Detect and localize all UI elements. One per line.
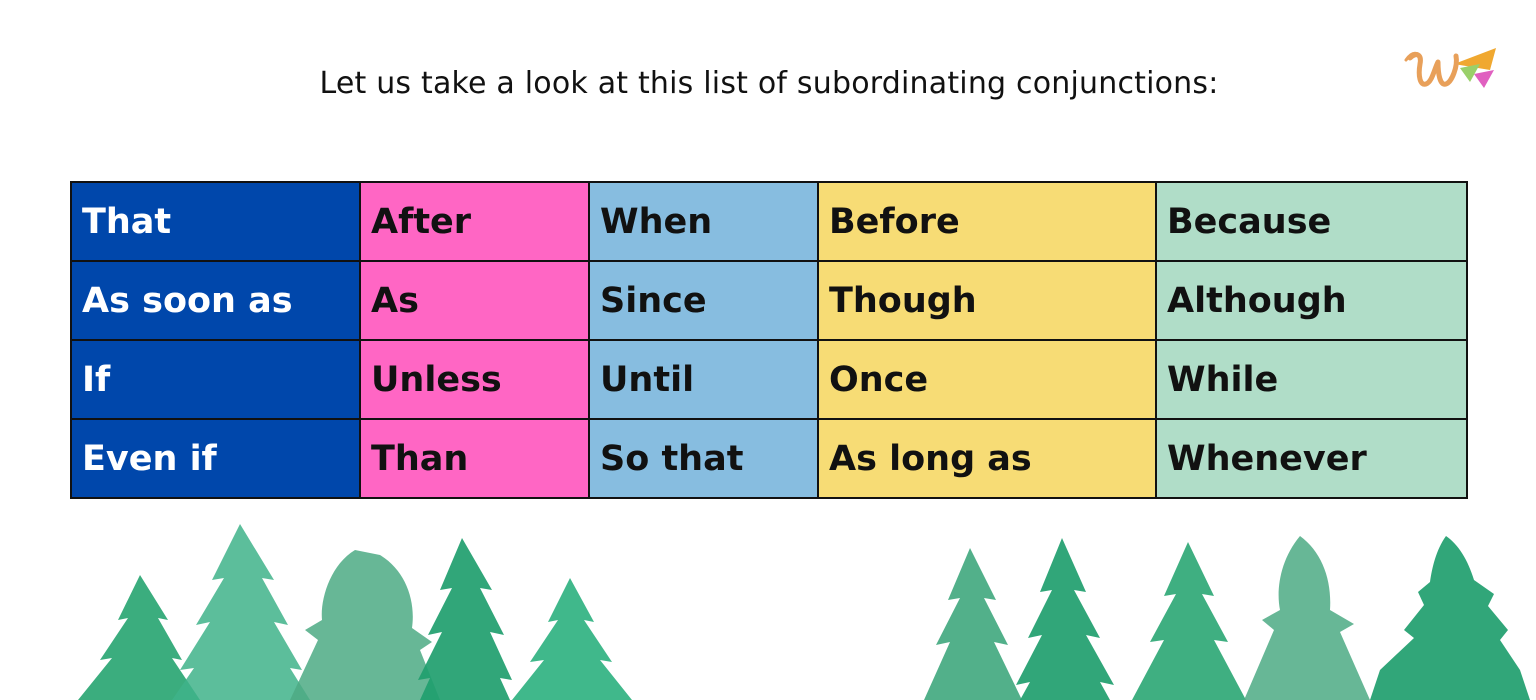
table-row: If Unless Until Once While xyxy=(70,339,1468,420)
green-flag-icon xyxy=(1460,64,1480,82)
pink-flag-icon xyxy=(1474,70,1494,88)
table-cell: Whenever xyxy=(1155,418,1468,499)
left-tree-group xyxy=(78,524,632,700)
page-heading: Let us take a look at this list of subor… xyxy=(0,66,1536,101)
table-cell: If xyxy=(70,339,361,420)
table-cell: So that xyxy=(588,418,819,499)
table-body: That After When Before Because As soon a… xyxy=(70,181,1468,499)
right-tree-group xyxy=(924,536,1530,700)
table-cell: As long as xyxy=(817,418,1157,499)
table-cell: Than xyxy=(359,418,590,499)
pine-trees-decoration-icon xyxy=(78,524,1530,700)
table-cell: Until xyxy=(588,339,819,420)
table-cell: Since xyxy=(588,260,819,341)
table-cell: Though xyxy=(817,260,1157,341)
table-cell: Even if xyxy=(70,418,361,499)
table-cell: As xyxy=(359,260,590,341)
conjunctions-table: That After When Before Because As soon a… xyxy=(70,181,1468,499)
table-cell: Unless xyxy=(359,339,590,420)
orange-flag-icon xyxy=(1454,48,1496,70)
table-cell: When xyxy=(588,181,819,262)
table-cell: As soon as xyxy=(70,260,361,341)
table-cell: While xyxy=(1155,339,1468,420)
table-cell: Because xyxy=(1155,181,1468,262)
table-row: That After When Before Because xyxy=(70,181,1468,262)
heading-text: Let us take a look at this list of subor… xyxy=(319,66,1219,101)
w-logo-icon xyxy=(1404,48,1496,88)
table-cell: Although xyxy=(1155,260,1468,341)
table-cell: After xyxy=(359,181,590,262)
table-row: Even if Than So that As long as Whenever xyxy=(70,418,1468,499)
table-row: As soon as As Since Though Although xyxy=(70,260,1468,341)
table-cell: Once xyxy=(817,339,1157,420)
table-cell: Before xyxy=(817,181,1157,262)
table-cell: That xyxy=(70,181,361,262)
